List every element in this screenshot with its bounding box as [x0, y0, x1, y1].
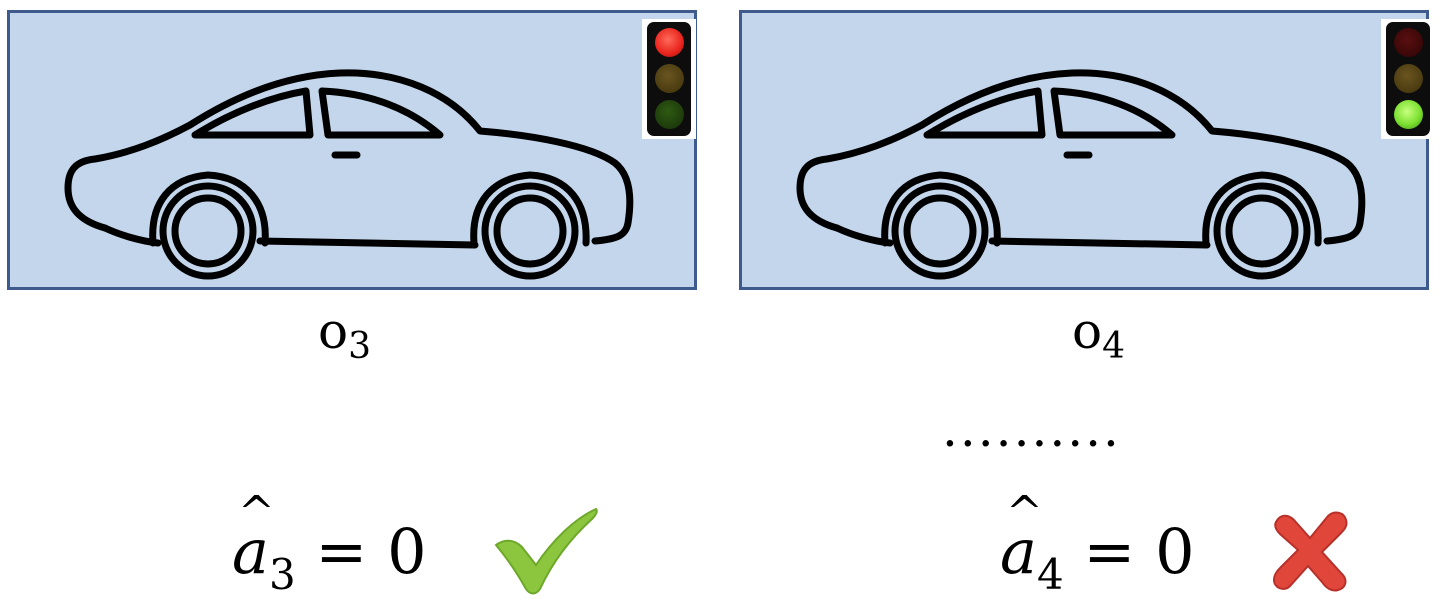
check-icon [494, 507, 598, 595]
action-value: = 0 [1083, 515, 1195, 588]
label-main: o [1072, 302, 1103, 360]
label-main: o [318, 302, 349, 360]
action-value: = 0 [315, 515, 427, 588]
action-equation-a4: a^4 = 0 [1000, 487, 1195, 599]
hat-accent: ^ [1006, 487, 1043, 538]
action-subscript: 4 [1036, 550, 1064, 599]
observation-label-o4: o4 [1072, 302, 1125, 367]
traffic-light-housing [647, 22, 691, 136]
traffic-light-green [1381, 19, 1435, 139]
traffic-light-red [642, 19, 696, 139]
traffic-light-housing [1386, 22, 1430, 136]
observation-label-o3: o3 [318, 302, 371, 367]
red-lamp-off [1394, 28, 1423, 57]
label-subscript: 4 [1102, 326, 1126, 367]
car-icon [796, 69, 1366, 280]
amber-lamp-off [1394, 64, 1423, 93]
cross-icon [1272, 511, 1348, 592]
action-variable: a^ [1000, 487, 1043, 588]
green-lamp-off [655, 100, 684, 129]
amber-lamp-off [655, 64, 684, 93]
action-subscript: 3 [268, 550, 296, 599]
observation-panel-o3 [7, 10, 697, 290]
label-subscript: 3 [348, 326, 372, 367]
hat-accent: ^ [238, 487, 275, 538]
green-lamp-on [1394, 100, 1423, 129]
action-variable: a^ [232, 487, 275, 588]
action-equation-a3: a^3 = 0 [232, 487, 427, 599]
red-lamp-on [655, 28, 684, 57]
observation-panel-o4 [739, 10, 1435, 290]
car-icon [64, 69, 634, 280]
ellipsis: .......... [942, 400, 1121, 458]
